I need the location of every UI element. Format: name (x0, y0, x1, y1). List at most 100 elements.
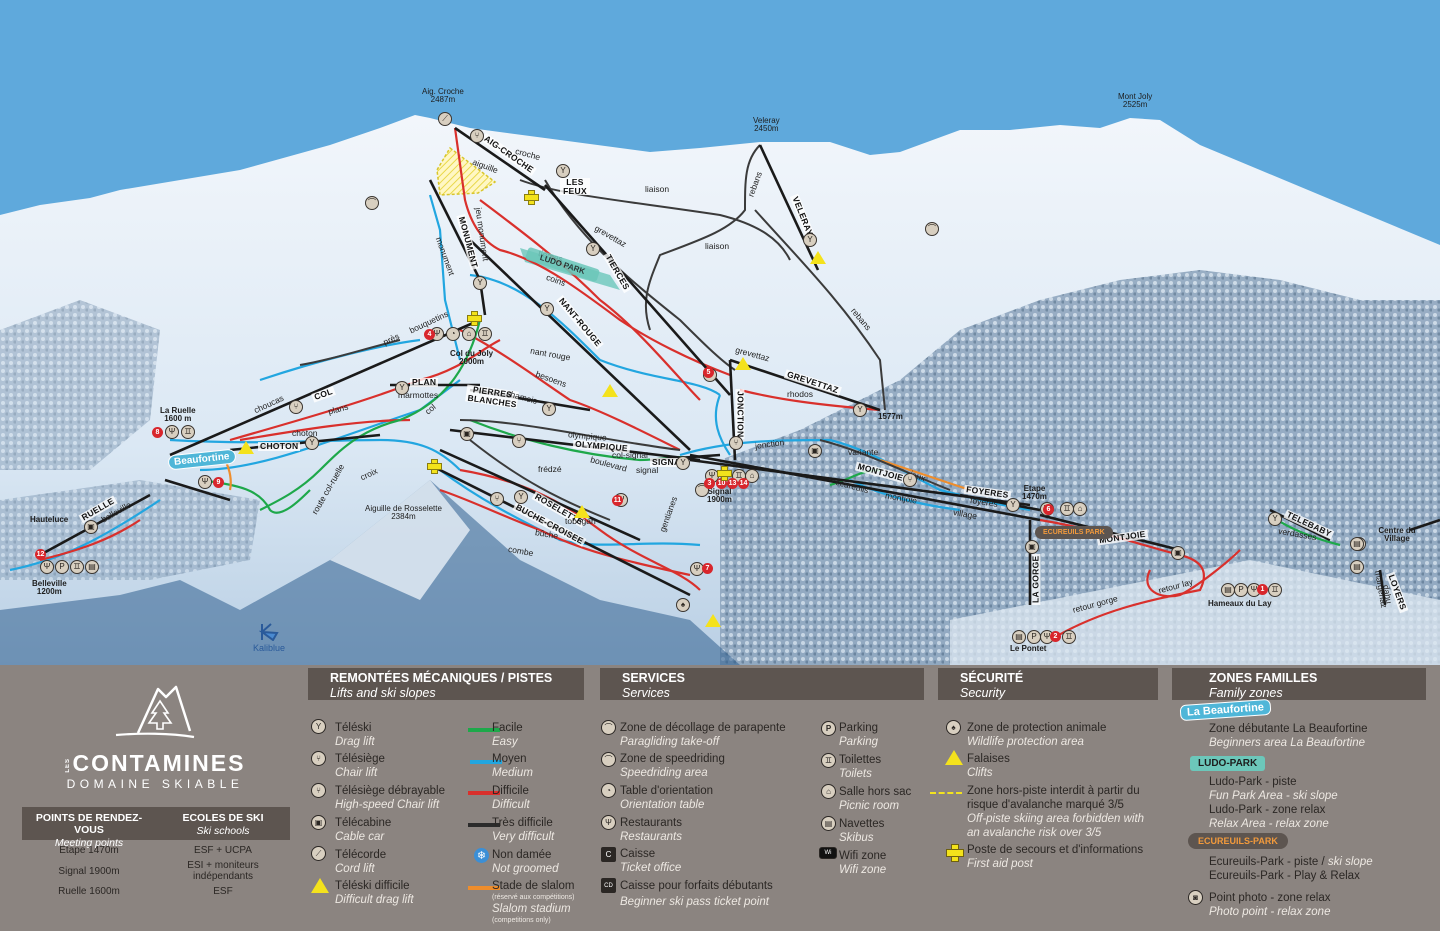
skibus-icon: ▤ (821, 816, 836, 831)
piste-signal[interactable]: signal (636, 465, 659, 475)
drag-lift-icon[interactable]: Y (676, 456, 690, 470)
skibus-icon: ▤ (1350, 537, 1364, 551)
high-speed-chair-icon[interactable]: ⑂ (729, 436, 743, 450)
altitude-1577: 1577m (878, 412, 903, 421)
cable-car-icon[interactable]: ▣ (1171, 546, 1185, 560)
ludo-park-logo: LUDO-PARK (1190, 756, 1266, 771)
drag-lift-icon: Y (311, 719, 326, 734)
meeting-points-table: Etape 1470m ESF + UCPA Signal 1900m ESI … (22, 845, 290, 897)
legend-item: Zone hors-piste interdit à partir du ris… (967, 785, 1145, 839)
drag-lift-icon[interactable]: Y (556, 164, 570, 178)
piste-tobogan[interactable]: tobogan (565, 516, 596, 526)
parking-icon: P (1234, 583, 1248, 597)
meeting-number: 8 (152, 427, 163, 438)
easy-slope-swatch (468, 728, 500, 732)
kaliblue-logo-icon (258, 623, 279, 642)
first-aid-icon (524, 190, 539, 205)
drag-lift-icon[interactable]: Y (1268, 512, 1282, 526)
lift-la-gorge[interactable]: LA GORGE (1030, 553, 1041, 605)
chair-lift-icon: ⑂ (311, 751, 326, 766)
cable-car-icon[interactable]: ▣ (1025, 540, 1039, 554)
drag-lift-icon[interactable]: Y (305, 436, 319, 450)
drag-lift-icon[interactable]: Y (853, 403, 867, 417)
piste-rhodos[interactable]: rhodos (787, 389, 813, 399)
lift-plan[interactable]: PLAN (410, 377, 439, 387)
place-hauteluce[interactable]: Hauteluce (30, 515, 69, 524)
piste-col-signal[interactable]: col-signal (612, 450, 648, 460)
wildlife-icon: ♠ (676, 598, 690, 612)
place-le-pontet: Le Pontet (1010, 644, 1047, 653)
parking-icon: P (1027, 630, 1041, 644)
drag-lift-icon[interactable]: Y (514, 490, 528, 504)
meeting-number: 5 (703, 367, 714, 378)
toilets-icon: ♊ (478, 327, 492, 341)
lift-signal[interactable]: SIGNAL (650, 457, 688, 467)
chair-lift-icon[interactable]: ⑂ (490, 492, 504, 506)
cable-car-icon[interactable]: ▣ (808, 444, 822, 458)
drag-lift-icon[interactable]: Y (1006, 498, 1020, 512)
piste-dahu[interactable]: dahu (1381, 584, 1395, 605)
lift-les-feux[interactable]: LES FEUX (560, 178, 590, 195)
meeting-number: 13 (727, 478, 738, 489)
restaurant-icon: Ψ (601, 815, 616, 830)
high-speed-chair-icon[interactable]: ⑂ (512, 434, 526, 448)
ecureuils-park-badge[interactable]: ECUREUILS PARK (1035, 526, 1113, 539)
cord-lift-icon[interactable]: ⟋ (438, 112, 452, 126)
chair-lift-icon[interactable]: ⑂ (470, 129, 484, 143)
place-centre-du-village[interactable]: Centre du Village (1378, 526, 1416, 543)
drag-lift-icon[interactable]: Y (542, 402, 556, 416)
very-difficult-slope-swatch (468, 823, 500, 827)
kaliblue-credit: Kaliblue (253, 623, 285, 653)
restaurant-icon: Ψ (198, 475, 212, 489)
logo-title: LESCONTAMINES (64, 750, 246, 776)
parking-icon: P (821, 721, 836, 736)
piste-choton[interactable]: choton (292, 428, 318, 438)
drag-lift-icon[interactable]: Y (586, 242, 600, 256)
piste-liaison-1[interactable]: liaison (645, 184, 670, 194)
meeting-number: 10 (716, 478, 727, 489)
difficult-slope-swatch (468, 791, 500, 795)
cable-car-icon[interactable]: ▣ (84, 520, 98, 534)
piste-marmottes[interactable]: marmottes (398, 390, 439, 400)
meeting-point: Etape 1470m (59, 845, 119, 856)
first-aid-icon (946, 844, 964, 862)
meeting-number: 1 (1257, 584, 1268, 595)
skibus-icon: ▤ (85, 560, 99, 574)
piste-liaison-2[interactable]: liaison (705, 241, 730, 251)
drag-lift-icon[interactable]: Y (540, 302, 554, 316)
high-speed-chair-icon[interactable]: ⑂ (903, 473, 917, 487)
cable-car-icon[interactable]: ▣ (460, 427, 474, 441)
drag-lift-icon[interactable]: Y (395, 381, 409, 395)
drag-lift-icon[interactable]: Y (803, 233, 817, 247)
legend-item: Stade de slalom(réservé aux compétitions… (492, 880, 575, 924)
chair-lift-icon[interactable]: ⑂ (289, 400, 303, 414)
toilets-icon: ♊ (181, 425, 195, 439)
lift-jonction[interactable]: JONCTION (735, 389, 746, 440)
ticket-office-icon: C (601, 847, 616, 862)
not-groomed-icon: ❄ (474, 848, 489, 863)
meeting-number: 12 (35, 549, 46, 560)
meeting-number: 9 (213, 477, 224, 488)
drag-lift-icon[interactable]: Y (473, 276, 487, 290)
piste-variante[interactable]: variante (848, 447, 879, 457)
lift-choton[interactable]: CHOTON (258, 441, 301, 451)
skibus-icon: ▤ (1350, 560, 1364, 574)
piste-fredze[interactable]: frédzé (538, 464, 562, 474)
